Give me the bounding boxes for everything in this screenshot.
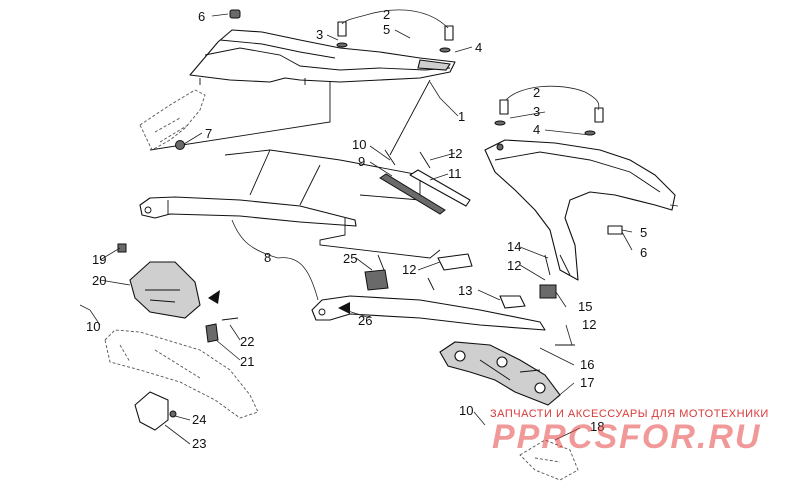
washer-item-24 — [169, 410, 177, 418]
leader-lines — [79, 9, 679, 445]
callout-12-right: 12 — [507, 258, 521, 273]
callout-20: 20 — [92, 273, 106, 288]
callout-6: 6 — [198, 9, 205, 24]
small-bracket-item-12 — [437, 253, 473, 271]
callout-17: 17 — [580, 375, 594, 390]
callout-18: 18 — [590, 419, 604, 434]
projection-lines — [149, 78, 431, 156]
lower-mount-bracket-item-17 — [439, 341, 561, 406]
frame-outline-lower-right — [519, 439, 579, 481]
watermark-brand: PPRCSFOR.RU — [492, 418, 761, 456]
callout-25: 25 — [343, 251, 357, 266]
callout-1: 1 — [458, 109, 465, 124]
callout-10-right: 10 — [459, 403, 473, 418]
callout-6-right: 6 — [640, 245, 647, 260]
callout-12-center: 12 — [402, 262, 416, 277]
callout-12-top: 12 — [448, 146, 462, 161]
callout-12-lower: 12 — [582, 317, 596, 332]
callout-4-right: 4 — [533, 122, 540, 137]
callout-21: 21 — [240, 354, 254, 369]
callout-22: 22 — [240, 334, 254, 349]
right-shroud-panel — [484, 139, 676, 281]
watermark-caption: ЗАПЧАСТИ И АКСЕССУАРЫ ДЛЯ МОТОТЕХНИКИ — [490, 408, 769, 420]
callout-10-top: 10 — [352, 137, 366, 152]
callout-2-right: 2 — [533, 85, 540, 100]
callout-8: 8 — [264, 250, 271, 265]
callout-15: 15 — [578, 299, 592, 314]
bracket-item-13 — [499, 295, 526, 309]
callout-2: 2 — [383, 7, 390, 22]
bracket-item-23 — [134, 391, 169, 431]
damper-item-25 — [364, 269, 389, 291]
callout-13: 13 — [458, 283, 472, 298]
clip-item-21 — [205, 323, 219, 343]
callout-3: 3 — [316, 27, 323, 42]
callout-24: 24 — [192, 412, 206, 427]
callout-9: 9 — [358, 154, 365, 169]
frame-outline-lower-left — [104, 329, 259, 419]
callout-3-right: 3 — [533, 104, 540, 119]
screw-item-22 — [221, 317, 239, 321]
projection-box-center — [224, 149, 441, 259]
callout-5: 5 — [383, 22, 390, 37]
callout-16: 16 — [580, 357, 594, 372]
frame-outline-upper-left — [139, 89, 206, 151]
callout-14: 14 — [507, 239, 521, 254]
callout-11: 11 — [448, 166, 462, 181]
callout-23: 23 — [192, 436, 206, 451]
callout-26: 26 — [358, 313, 372, 328]
strip-item-11 — [409, 169, 471, 207]
upper-shroud-panel — [189, 29, 456, 83]
callout-4: 4 — [475, 40, 482, 55]
center-brace — [139, 196, 357, 227]
callout-7: 7 — [205, 126, 212, 141]
callout-19: 19 — [92, 252, 106, 267]
arrow-marker-20 — [208, 290, 220, 304]
callout-10-left: 10 — [86, 319, 100, 334]
strip-item-9 — [379, 173, 446, 215]
nut-item-7 — [175, 140, 185, 150]
callout-5-right: 5 — [640, 225, 647, 240]
mount-plate-item-20 — [129, 261, 220, 319]
bumper-item-15 — [539, 284, 557, 299]
